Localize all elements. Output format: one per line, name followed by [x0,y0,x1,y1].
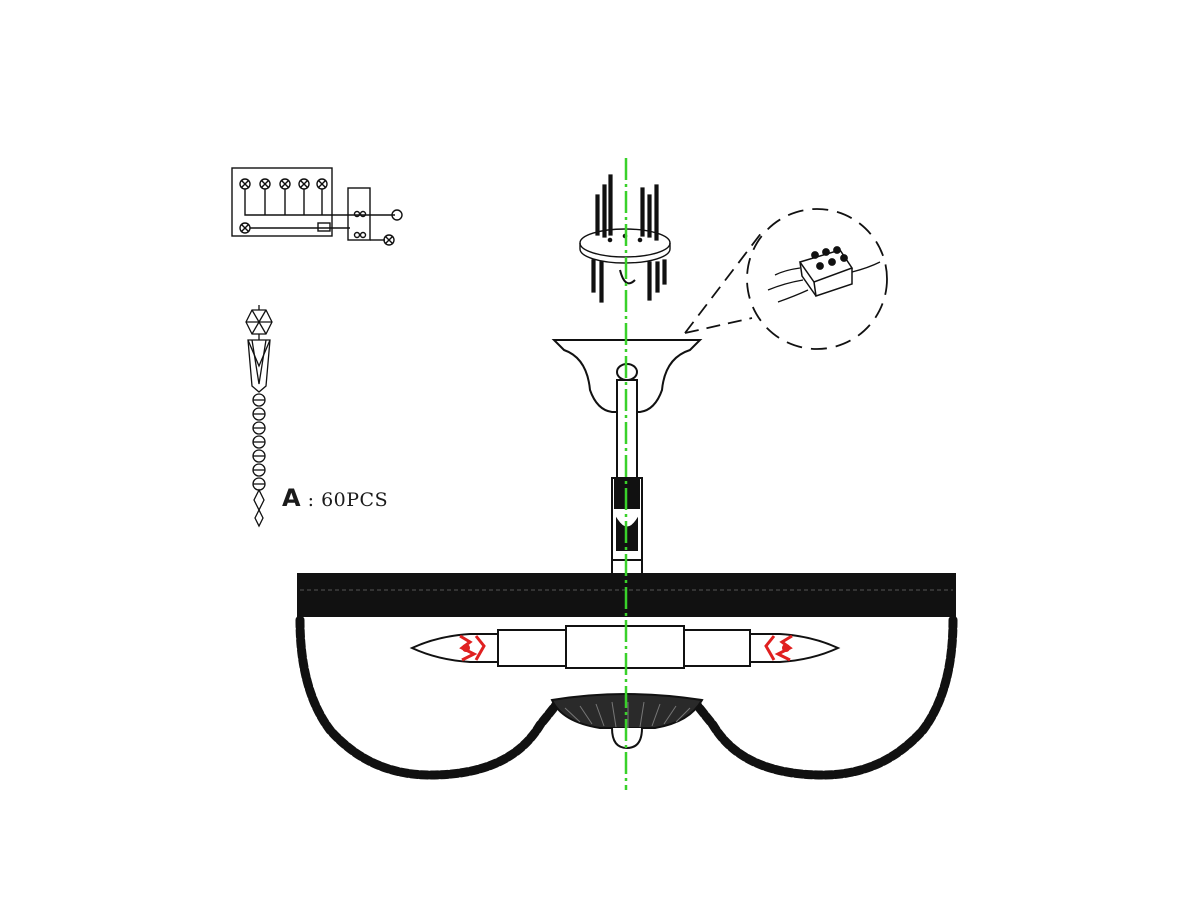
part-separator: : [307,489,315,511]
part-quantity: 60PCS [321,489,389,511]
candle-bulb-left [409,633,499,663]
terminal-block-detail [684,208,888,350]
lamp-symbols [239,178,328,190]
wiring-diagram [231,167,403,246]
crystal-beads [252,393,266,491]
crystal-strand [245,305,273,528]
crystal-strand-label: A : 60PCS [282,484,388,512]
hanging-crystals [591,174,667,303]
part-letter: A [282,484,302,512]
candle-arms [497,625,751,669]
bottom-bowl [550,693,704,750]
crystal-swags [295,615,958,780]
candle-bulb-right [749,633,841,663]
